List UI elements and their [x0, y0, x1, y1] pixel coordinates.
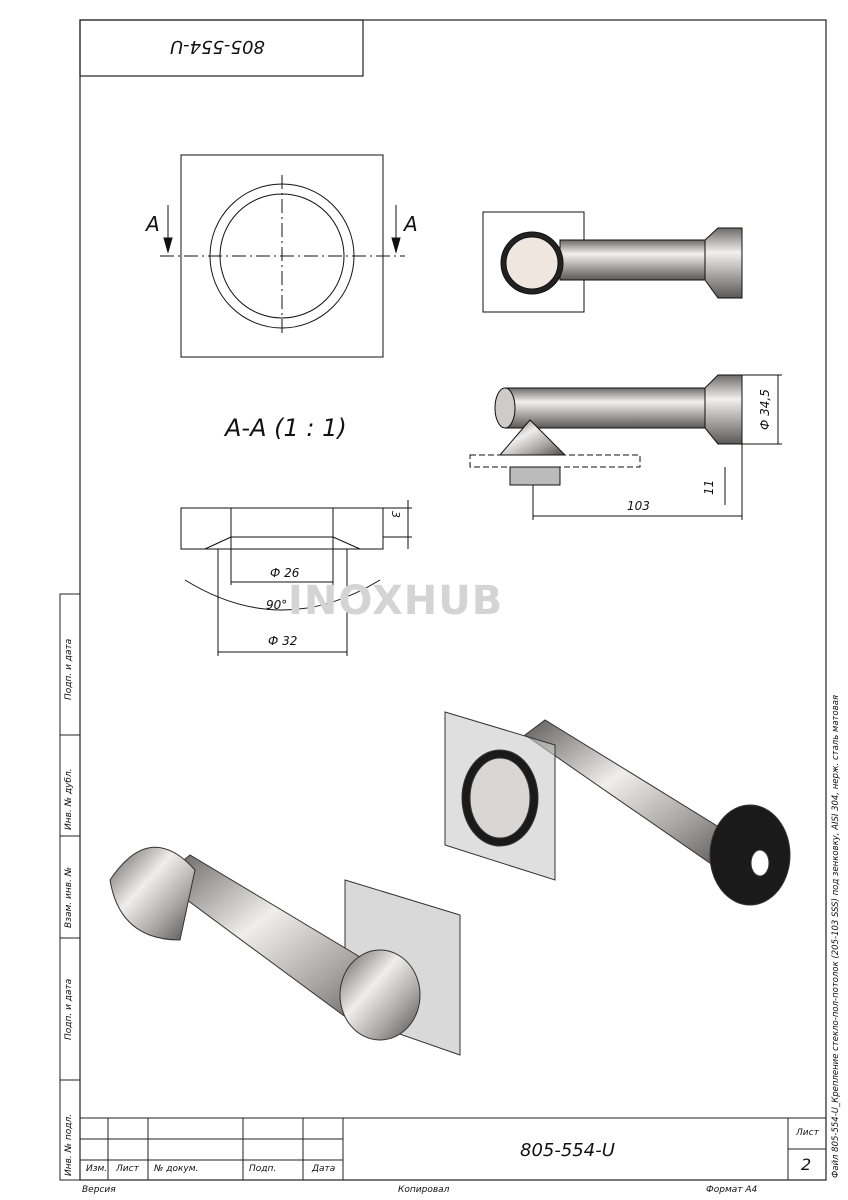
- top-code-box: [79, 19, 364, 77]
- footer-version: Версия: [82, 1185, 116, 1195]
- file-note: Файл 805-554-U_Крепление стекло-пол-пото…: [831, 694, 841, 1178]
- dim-thickness: 3: [389, 511, 402, 518]
- stamp-label: Инв. № подл.: [64, 1113, 74, 1176]
- header-date: Дата: [312, 1164, 336, 1174]
- top-view-part: [482, 211, 743, 313]
- top-code-text: 805-554-U: [170, 36, 265, 57]
- stamp-label: Инв. № дубл.: [64, 768, 74, 830]
- iso-view-right: [444, 711, 791, 906]
- footer-copied: Копировал: [398, 1185, 450, 1195]
- section-marker-left: A: [146, 212, 160, 236]
- sheet-label: Лист: [796, 1128, 819, 1138]
- sheet-number: 2: [801, 1155, 812, 1174]
- section-view: [180, 500, 412, 656]
- dim-offset: 11: [702, 479, 716, 495]
- plan-view: [160, 154, 405, 358]
- header-sheet: Лист: [116, 1164, 139, 1174]
- side-view-part: [469, 374, 782, 520]
- side-stamp: [59, 593, 81, 1181]
- title-block: [80, 1117, 826, 1180]
- iso-view-left: [109, 846, 461, 1056]
- stamp-label: Подп. и дата: [64, 978, 74, 1040]
- dim-length: 103: [627, 499, 650, 513]
- header-change: Изм.: [86, 1164, 108, 1174]
- stamp-label: Взам. инв. №: [64, 866, 74, 928]
- watermark: INOXHUB: [288, 578, 504, 624]
- dim-outer-diameter: Ф 32: [268, 634, 298, 648]
- dim-inner-diameter: Ф 26: [270, 566, 300, 580]
- footer-format: Формат А4: [706, 1185, 758, 1195]
- header-signature: Подп.: [249, 1164, 277, 1174]
- stamp-label: Подп. и дата: [64, 638, 74, 700]
- dim-angle: 90°: [266, 598, 288, 612]
- section-title: A-A (1 : 1): [225, 414, 347, 442]
- dim-head-diameter: Ф 34,5: [758, 389, 772, 430]
- header-doc-number: № докум.: [154, 1164, 199, 1174]
- designation: 805-554-U: [520, 1140, 615, 1161]
- section-marker-right: A: [404, 212, 418, 236]
